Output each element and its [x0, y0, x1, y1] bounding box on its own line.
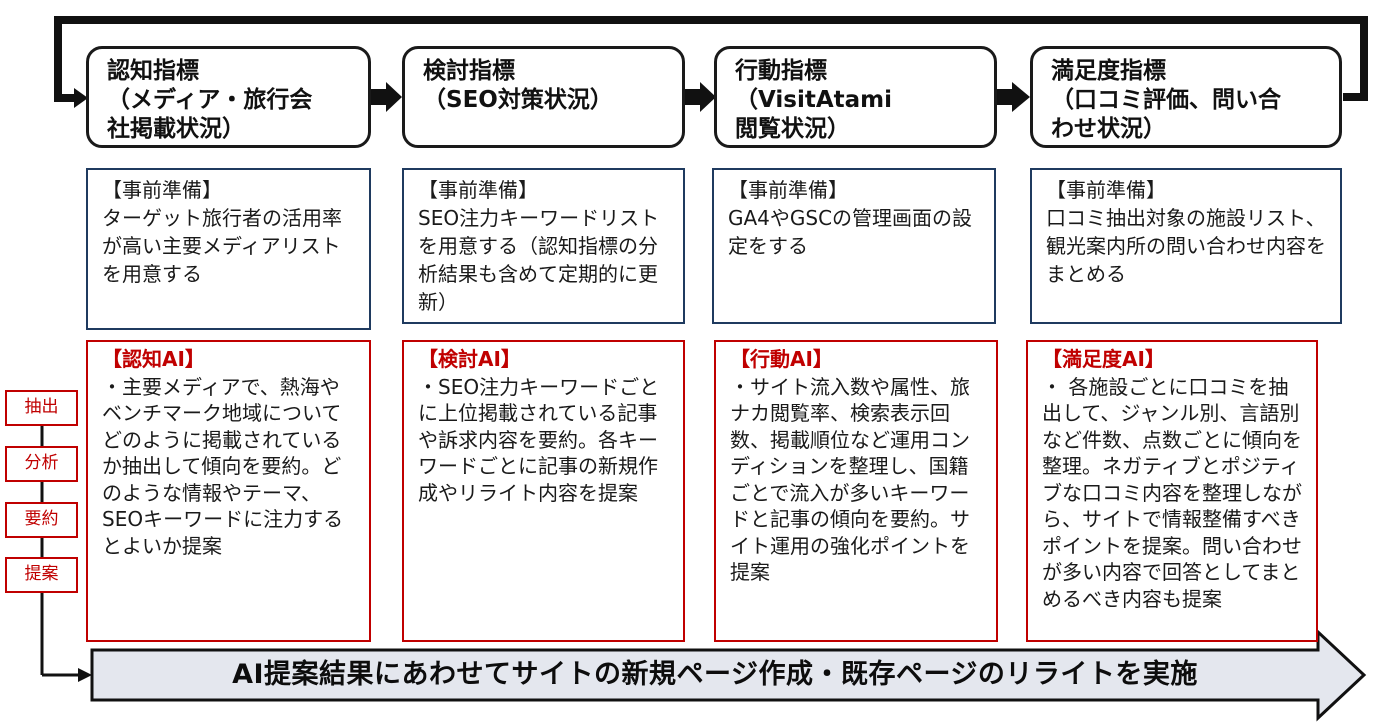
prep-box-action: 【事前準備】 GA4やGSCの管理画面の設定をする — [712, 168, 996, 324]
stage-arrow-3 — [996, 82, 1030, 112]
prep-heading: 【事前準備】 — [1046, 178, 1166, 202]
stage-satisfaction: 満足度指標 （口コミ評価、問い合 わせ状況） — [1030, 46, 1342, 148]
side-step-analyze: 分析 — [5, 446, 78, 482]
prep-body: GA4やGSCの管理画面の設定をする — [728, 206, 973, 258]
banner-arrow — [90, 628, 1367, 722]
stage-title: 行動指標 — [735, 58, 827, 84]
banner-connector-arrowhead — [78, 668, 92, 682]
prep-box-satisfaction: 【事前準備】 口コミ抽出対象の施設リスト、観光案内所の問い合わせ内容をまとめる — [1030, 168, 1342, 324]
stage-subtitle: （SEO対策状況） — [423, 87, 613, 113]
prep-box-awareness: 【事前準備】 ターゲット旅行者の活用率が高い主要メディアリストを用意する — [86, 168, 371, 330]
side-step-summarize: 要約 — [5, 502, 78, 538]
prep-body: 口コミ抽出対象の施設リスト、観光案内所の問い合わせ内容をまとめる — [1046, 206, 1326, 286]
stage-arrow-2 — [684, 82, 716, 112]
feedback-loop-line — [54, 16, 1368, 102]
ai-heading: 【検討AI】 — [418, 347, 521, 371]
stage-subtitle: （口コミ評価、問い合 わせ状況） — [1051, 87, 1281, 142]
ai-box-consideration: 【検討AI】 ・SEO注力キーワードごとに上位掲載されている記事や訴求内容を要約… — [402, 340, 685, 642]
banner-text: AI提案結果にあわせてサイトの新規ページ作成・既存ページのリライトを実施 — [232, 659, 1198, 690]
stage-awareness: 認知指標 （メディア・旅行会 社掲載状況） — [86, 46, 371, 148]
prep-body: ターゲット旅行者の活用率が高い主要メディアリストを用意する — [102, 206, 342, 286]
ai-heading: 【行動AI】 — [730, 347, 833, 371]
ai-box-awareness: 【認知AI】 ・主要メディアで、熱海やベンチマーク地域についてどのように掲載され… — [86, 340, 371, 642]
stage-title: 満足度指標 — [1051, 58, 1166, 84]
ai-heading: 【満足度AI】 — [1042, 347, 1165, 371]
ai-body: ・主要メディアで、熱海やベンチマーク地域についてどのように掲載されているか抽出し… — [102, 374, 344, 558]
stage-title: 検討指標 — [423, 58, 515, 84]
ai-box-action: 【行動AI】 ・サイト流入数や属性、旅ナカ閲覧率、検索表示回数、掲載順位など運用… — [714, 340, 998, 642]
stage-action: 行動指標 （VisitAtami 閲覧状況） — [714, 46, 997, 148]
ai-body: ・ 各施設ごとに口コミを抽出して、ジャンル別、言語別など件数、点数ごとに傾向を整… — [1042, 374, 1302, 611]
stage-subtitle: （メディア・旅行会 社掲載状況） — [107, 87, 313, 142]
ai-box-satisfaction: 【満足度AI】 ・ 各施設ごとに口コミを抽出して、ジャンル別、言語別など件数、点… — [1026, 340, 1318, 642]
side-step-propose: 提案 — [5, 557, 78, 593]
prep-box-consideration: 【事前準備】 SEO注力キーワードリストを用意する（認知指標の分析結果も含めて定… — [402, 168, 685, 324]
stage-title: 認知指標 — [107, 58, 199, 84]
ai-body: ・SEO注力キーワードごとに上位掲載されている記事や訴求内容を要約。各キーワード… — [418, 374, 660, 505]
stage-arrow-1 — [370, 82, 402, 112]
prep-heading: 【事前準備】 — [102, 178, 222, 202]
feedback-loop-arrowhead — [74, 88, 88, 108]
prep-body: SEO注力キーワードリストを用意する（認知指標の分析結果も含めて定期的に更新） — [418, 206, 660, 314]
ai-body: ・サイト流入数や属性、旅ナカ閲覧率、検索表示回数、掲載順位など運用コンディション… — [730, 374, 970, 585]
ai-heading: 【認知AI】 — [102, 347, 205, 371]
stage-subtitle: （VisitAtami 閲覧状況） — [735, 87, 893, 142]
stage-consideration: 検討指標 （SEO対策状況） — [402, 46, 685, 148]
side-step-extract: 抽出 — [5, 390, 78, 426]
prep-heading: 【事前準備】 — [418, 178, 538, 202]
prep-heading: 【事前準備】 — [728, 178, 848, 202]
